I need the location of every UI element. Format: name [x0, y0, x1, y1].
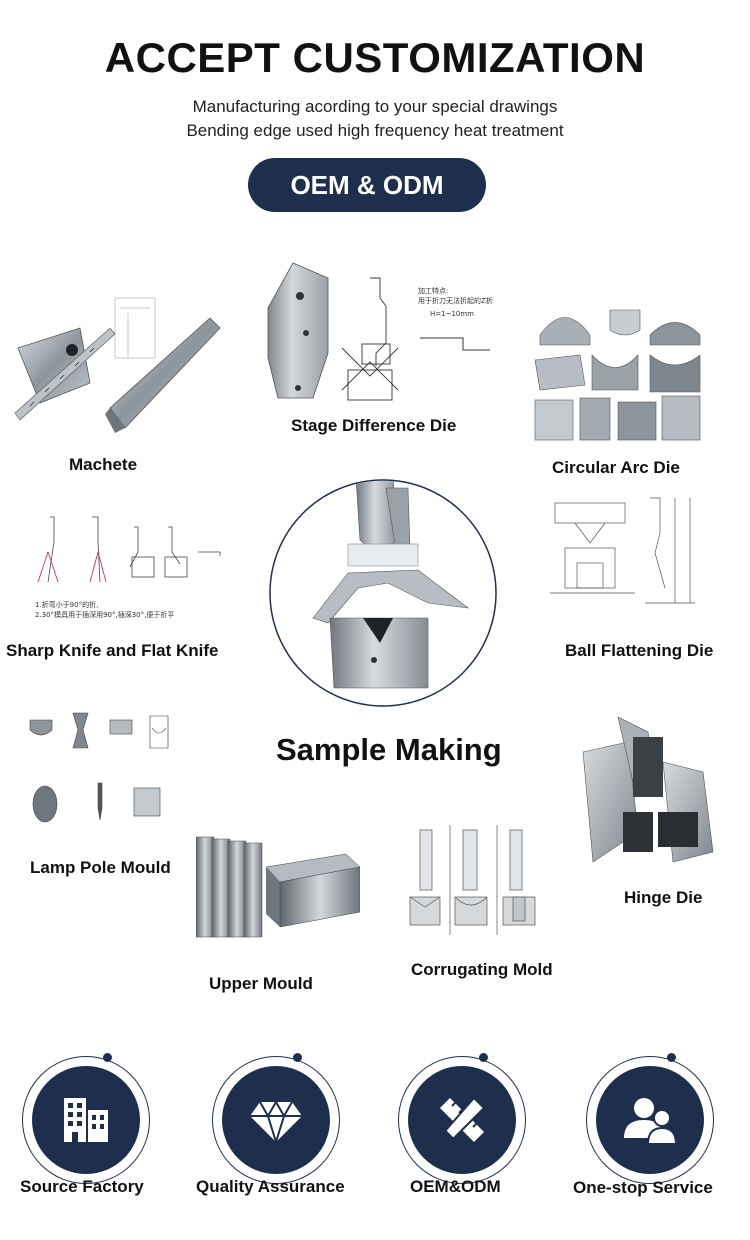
badge-dot	[479, 1053, 488, 1062]
users-icon	[624, 1098, 678, 1145]
lamp-pole-mould-label: Lamp Pole Mould	[30, 858, 171, 877]
ball-flattening-die-label: Ball Flattening Die	[565, 641, 714, 660]
upper-mould-image	[196, 832, 360, 942]
upper-mould-label: Upper Mould	[209, 974, 313, 993]
source-factory-label: Source Factory	[20, 1177, 144, 1196]
subtitle-line-2: Bending edge used high frequency heat tr…	[186, 121, 564, 140]
sharp-knife-flat-knife-image: 1.折弯小于90°的折, 2.30°模具用于插深用90°,插深30°,便于折平	[30, 512, 230, 627]
building-icon	[64, 1098, 108, 1142]
stage-note-2: 用于折刀无法折起的Z折	[418, 296, 493, 305]
badge-dot	[103, 1053, 112, 1062]
hinge-die-image	[578, 712, 718, 864]
source-factory-badge	[22, 1053, 150, 1184]
oem-odm-feature-badge	[398, 1053, 526, 1184]
stage-note-1: 加工特点:	[418, 286, 448, 295]
quality-assurance-label: Quality Assurance	[196, 1177, 345, 1196]
circular-arc-die-label: Circular Arc Die	[552, 458, 680, 477]
ball-flattening-die-image	[545, 493, 705, 613]
sample-making-image	[268, 478, 498, 708]
stage-note-3: H=1~10mm	[430, 310, 474, 318]
machete-image	[10, 288, 225, 438]
diamond-icon	[250, 1099, 302, 1146]
hinge-die-label: Hinge Die	[624, 888, 703, 907]
sharp-knife-flat-knife-label: Sharp Knife and Flat Knife	[6, 641, 219, 660]
one-stop-service-label: One-stop Service	[573, 1178, 713, 1197]
corrugating-mold-label: Corrugating Mold	[411, 960, 553, 979]
badge-dot	[293, 1053, 302, 1062]
circular-arc-die-image	[530, 300, 705, 445]
page-title: ACCEPT CUSTOMIZATION	[104, 34, 646, 81]
stage-difference-die-label: Stage Difference Die	[291, 416, 457, 435]
quality-assurance-badge	[212, 1053, 340, 1184]
corrugating-mold-image	[405, 825, 550, 935]
oem-odm-badge: OEM & ODM	[248, 158, 486, 212]
knife-note-2: 2.30°模具用于插深用90°,插深30°,便于折平	[35, 610, 174, 619]
subtitle-line-1: Manufacturing acording to your special d…	[192, 97, 558, 116]
machete-label: Machete	[69, 455, 138, 474]
pencil-ruler-icon	[440, 1096, 486, 1144]
lamp-pole-mould-image	[28, 708, 188, 836]
one-stop-service-badge	[586, 1053, 714, 1184]
stage-difference-die-image: 加工特点: 用于折刀无法折起的Z折 H=1~10mm	[258, 258, 498, 406]
knife-note-1: 1.折弯小于90°的折,	[35, 600, 98, 609]
badge-dot	[667, 1053, 676, 1062]
oem-odm-feature-label: OEM&ODM	[410, 1177, 501, 1196]
sample-making-label: Sample Making	[276, 732, 502, 767]
